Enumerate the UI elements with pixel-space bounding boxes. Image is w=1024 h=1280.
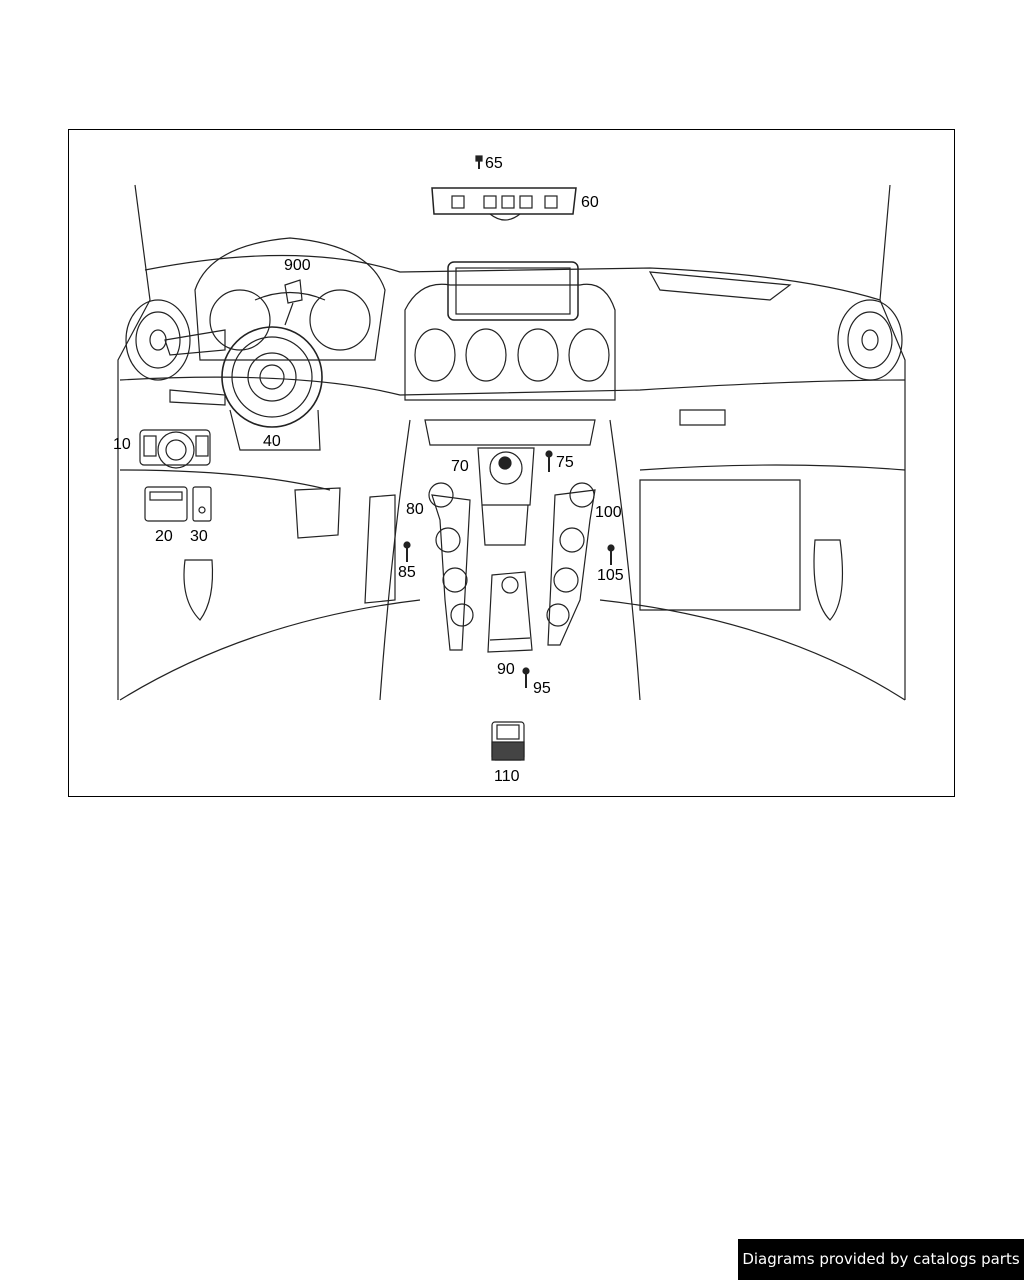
- callout-40: 40: [263, 433, 281, 450]
- callout-100: 100: [595, 504, 622, 521]
- screw-65: [475, 155, 483, 169]
- callout-95: 95: [533, 680, 551, 697]
- callout-65: 65: [485, 155, 503, 172]
- headlight-switch-10: [139, 429, 211, 469]
- switch-panel-60: [431, 187, 577, 221]
- credit-banner: Diagrams provided by catalogs parts: [738, 1239, 1024, 1280]
- callout-90: 90: [497, 661, 515, 678]
- bracket-100: [546, 482, 596, 646]
- center-console-panel: [424, 419, 596, 446]
- shifter-70: [477, 447, 535, 546]
- callout-30: 30: [190, 528, 208, 545]
- module-110: [491, 721, 525, 761]
- callout-75: 75: [556, 454, 574, 471]
- diagram-frame: [68, 129, 955, 797]
- cabin-outline: [117, 184, 906, 701]
- callout-60: 60: [581, 194, 599, 211]
- clock-spring-40: [164, 326, 323, 451]
- right-air-vent: [837, 299, 903, 381]
- callout-10: 10: [113, 436, 131, 453]
- screw-85: [403, 541, 411, 562]
- callout-105: 105: [597, 567, 624, 584]
- callout-80: 80: [406, 501, 424, 518]
- controller-90: [487, 571, 533, 653]
- switch-20: [144, 486, 188, 522]
- center-air-vents: [414, 328, 610, 382]
- bracket-80: [428, 482, 474, 651]
- callout-70: 70: [451, 458, 469, 475]
- screw-75: [545, 450, 553, 472]
- callout-900: 900: [284, 257, 311, 274]
- sensor-900: [284, 279, 303, 326]
- callout-20: 20: [155, 528, 173, 545]
- center-display: [404, 261, 616, 401]
- callout-85: 85: [398, 564, 416, 581]
- screw-105: [607, 544, 615, 565]
- screw-95: [522, 667, 530, 688]
- switch-30: [192, 486, 212, 522]
- instrument-cluster: [194, 237, 386, 361]
- pedals: [294, 487, 396, 604]
- callout-110: 110: [494, 768, 520, 785]
